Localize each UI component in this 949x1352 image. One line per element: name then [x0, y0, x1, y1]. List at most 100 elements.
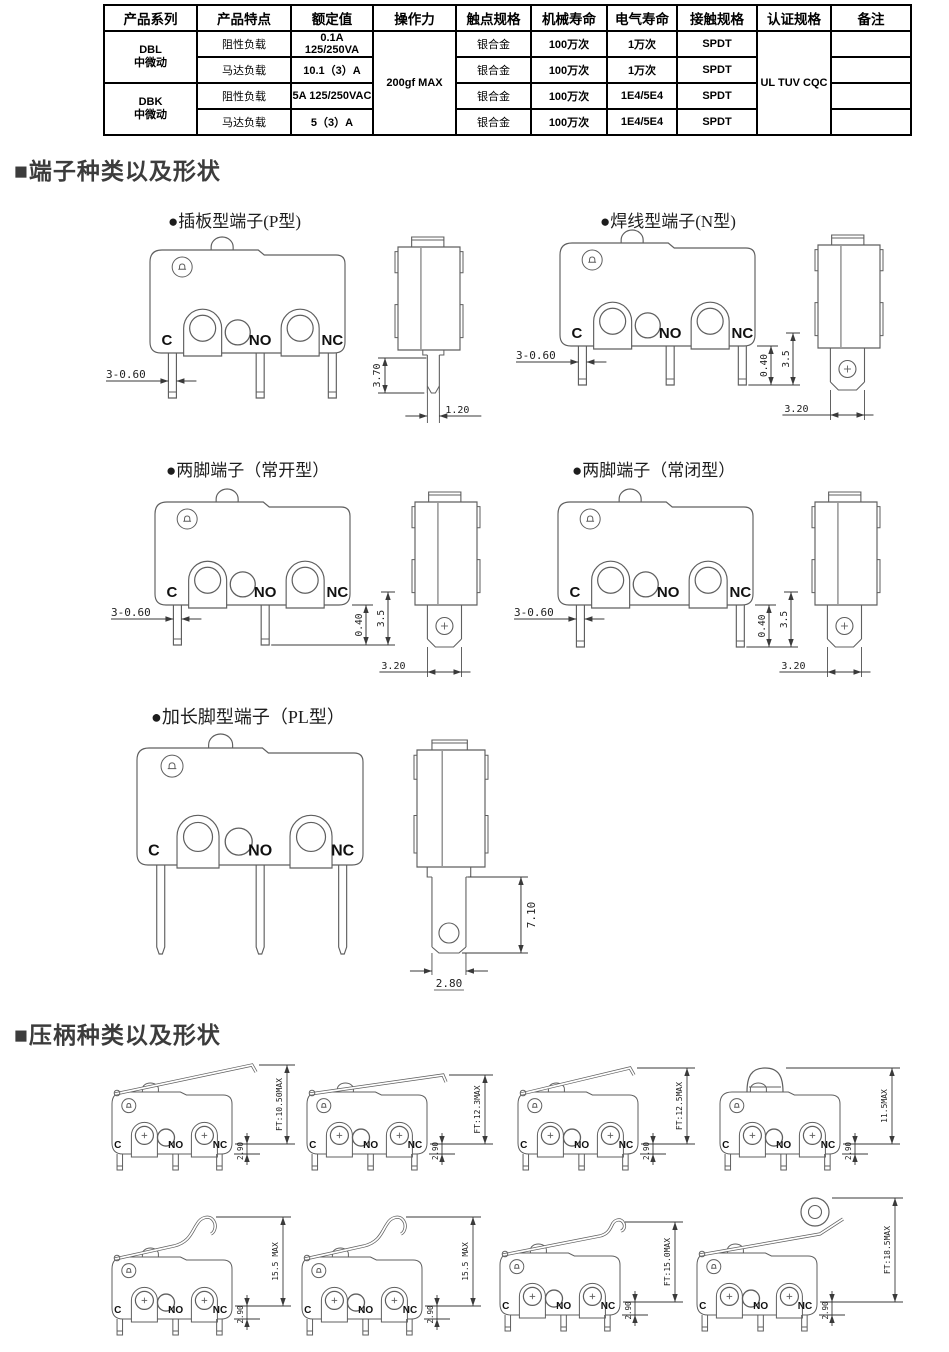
cell-cert: UL TUV CQC: [756, 30, 832, 136]
svg-text:NO: NO: [753, 1301, 768, 1312]
switch-side-body: [411, 491, 481, 606]
offset-dimension: 2.90: [819, 1291, 845, 1326]
table-header-row: 产品系列 产品特点 额定值 操作力 触点规格 机械寿命 电气寿命 接触规格 认证…: [103, 4, 912, 32]
svg-text:C: C: [114, 1305, 121, 1316]
svg-text:15.5 MAX: 15.5 MAX: [271, 1242, 280, 1281]
pin-width-dimension: 3-0.60: [106, 368, 197, 384]
button-actuator: [743, 1067, 787, 1093]
cell-series-dbl: DBL 中微动: [103, 30, 198, 84]
svg-text:11.5MAX: 11.5MAX: [880, 1089, 889, 1123]
cell-contact: 银合金: [455, 30, 532, 58]
svg-text:FT:12.5MAX: FT:12.5MAX: [675, 1082, 684, 1130]
svg-text:3.5: 3.5: [779, 611, 790, 628]
col-header-feature: 产品特点: [196, 4, 292, 32]
pin-width-dimension: 3-0.60: [514, 606, 605, 622]
svg-text:NO: NO: [249, 332, 272, 349]
svg-text:2.90: 2.90: [236, 1305, 245, 1324]
svg-text:3.20: 3.20: [381, 661, 405, 672]
height-dimension: 15.5 MAX: [216, 1216, 291, 1307]
col-header-series: 产品系列: [103, 4, 198, 32]
cell-feature: 阻性负载: [196, 30, 292, 58]
cell-rating: 0.1A 125/250VA: [290, 30, 374, 58]
svg-text:NC: NC: [798, 1301, 812, 1312]
svg-text:2.90: 2.90: [431, 1141, 440, 1160]
cell-contact: 银合金: [455, 56, 532, 84]
lever-actuator: [303, 1215, 407, 1262]
cell-elec-life: 1万次: [606, 30, 678, 58]
offset-dimension: 2.90: [234, 1295, 260, 1330]
offset-dimension: 2.90: [842, 1133, 868, 1165]
height-dimension: 15.5 MAX: [406, 1216, 481, 1307]
svg-text:C: C: [520, 1140, 527, 1151]
pin-width-dimension: 3-0.60: [516, 349, 607, 365]
figure-label-nc-type: ●两脚端子（常闭型）: [572, 461, 736, 480]
svg-text:NO: NO: [358, 1305, 373, 1316]
col-header-elec-life: 电气寿命: [606, 4, 678, 32]
cell-elec-life: 1E4/5E4: [606, 82, 678, 110]
lever-actuator: [698, 1197, 844, 1258]
cell-contact: 银合金: [455, 108, 532, 136]
lever-actuator: [113, 1215, 217, 1262]
col-header-cert: 认证规格: [756, 4, 832, 32]
figure-label-pl-type: ●加长脚型端子（PL型）: [151, 707, 345, 727]
offset-dimension: 2.90: [424, 1295, 450, 1330]
cell-feature: 马达负载: [196, 108, 292, 136]
svg-text:NO: NO: [657, 584, 680, 601]
svg-text:C: C: [148, 843, 160, 860]
svg-text:15.5 MAX: 15.5 MAX: [461, 1242, 470, 1281]
height-dimension: FT:18.5MAX: [820, 1197, 903, 1303]
switch-body: C NO NC: [696, 1243, 818, 1332]
lever-actuator: [308, 1073, 448, 1097]
cell-rating: 5（3）A: [290, 108, 374, 136]
svg-text:C: C: [309, 1140, 316, 1151]
mount-tab: 3.20: [782, 348, 874, 420]
svg-text:7.10: 7.10: [525, 902, 538, 929]
svg-text:3-0.60: 3-0.60: [111, 606, 151, 619]
svg-text:3-0.60: 3-0.60: [106, 368, 146, 381]
svg-text:C: C: [722, 1140, 729, 1151]
table-row: 马达负载 10.1（3）A 银合金 100万次 1万次 SPDT: [104, 56, 912, 84]
switch-side-body: [811, 491, 881, 606]
svg-text:C: C: [167, 584, 178, 601]
height-dimension: FT:10.50MAX: [235, 1064, 295, 1145]
svg-text:3-0.60: 3-0.60: [514, 606, 554, 619]
svg-text:3-0.60: 3-0.60: [516, 349, 556, 362]
svg-text:C: C: [699, 1301, 706, 1312]
pin-length-dimensions: 0.40 3.5: [746, 591, 798, 648]
cell-note: [830, 30, 912, 58]
svg-text:NO: NO: [168, 1140, 183, 1151]
col-header-contact: 触点规格: [455, 4, 532, 32]
mount-tab: 3.20: [779, 605, 871, 677]
lever-actuator: [113, 1063, 258, 1097]
svg-text:2.90: 2.90: [624, 1301, 633, 1320]
svg-text:NO: NO: [776, 1140, 791, 1151]
table-row: DBK 中微动 阻性负载 5A 125/250VAC 银合金 100万次 1E4…: [103, 82, 912, 136]
svg-text:NC: NC: [213, 1140, 227, 1151]
table-row: 马达负载 5（3）A 银合金 100万次 1E4/5E4 SPDT: [104, 108, 912, 136]
svg-text:FT:10.50MAX: FT:10.50MAX: [275, 1078, 284, 1131]
cell-mech-life: 100万次: [530, 82, 608, 110]
svg-text:FT:15.0MAX: FT:15.0MAX: [663, 1238, 672, 1286]
svg-text:NO: NO: [574, 1140, 589, 1151]
solder-blade: 3.701.20: [372, 350, 482, 423]
no-type-side-view: 3.20: [379, 491, 481, 677]
svg-text:0.40: 0.40: [757, 614, 768, 637]
offset-dimension: 2.90: [640, 1133, 666, 1165]
svg-text:C: C: [570, 584, 581, 601]
